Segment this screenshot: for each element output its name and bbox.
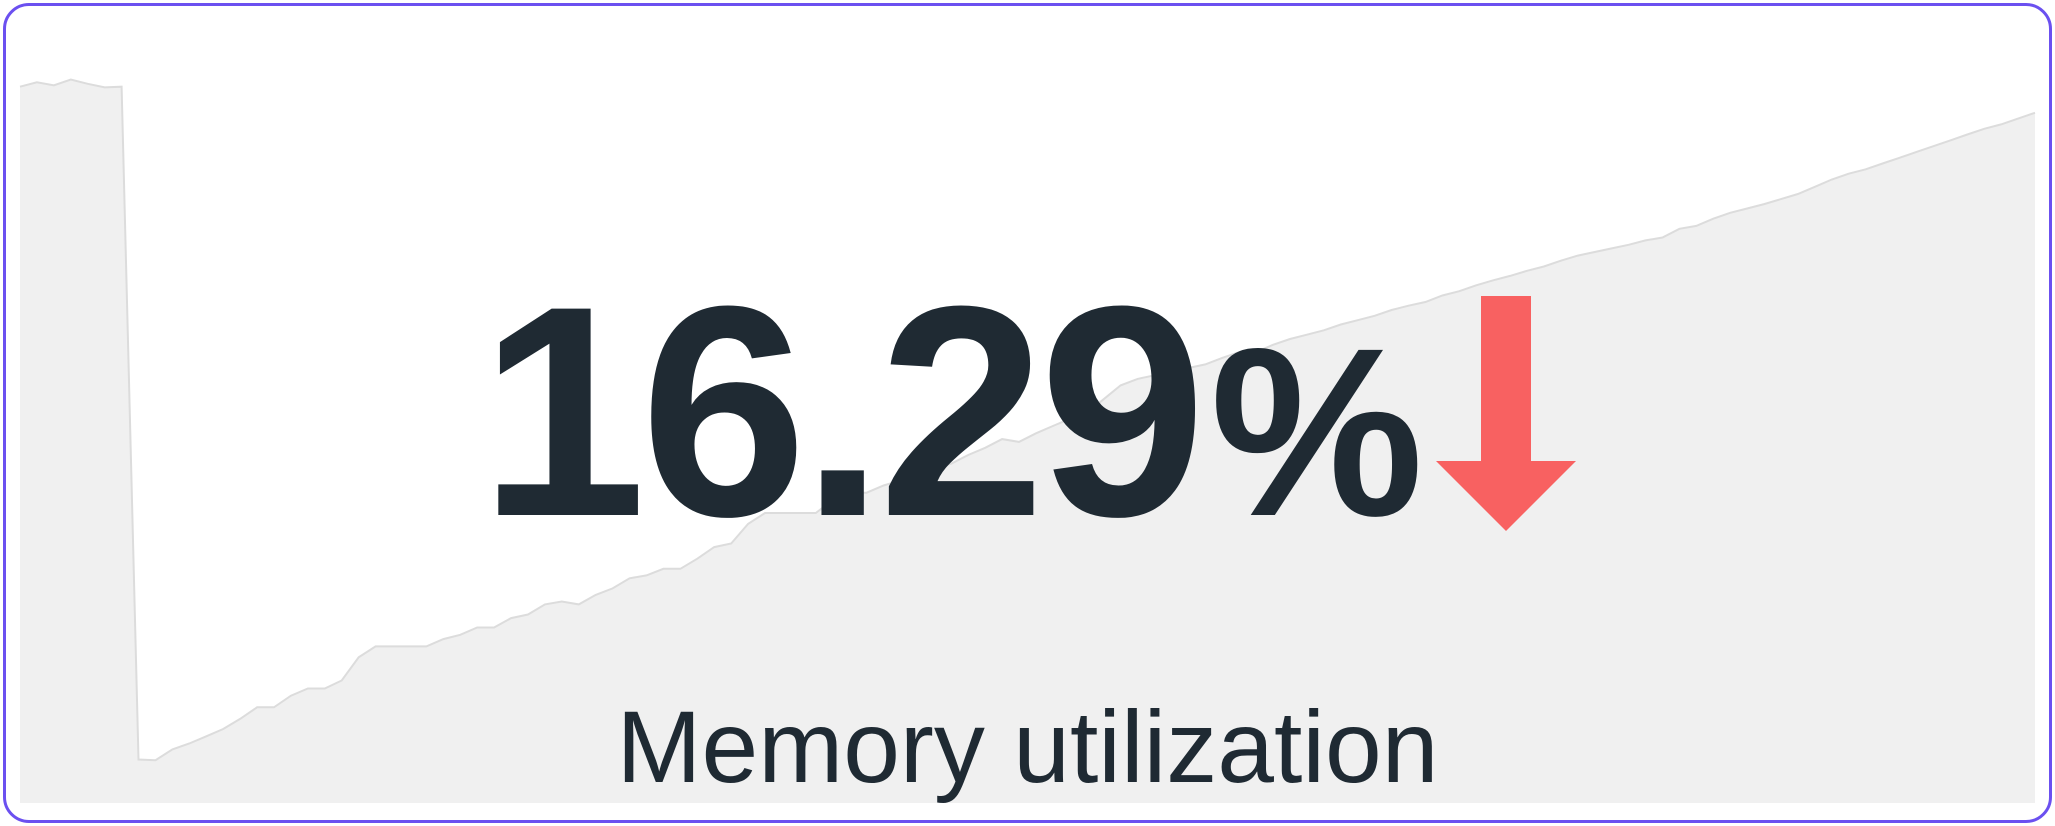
sparkline-area xyxy=(20,79,2035,803)
memory-utilization-panel: 16.29% Memory utilization xyxy=(3,3,2052,823)
panel-label: Memory utilization xyxy=(616,690,1439,804)
memory-sparkline xyxy=(19,78,2036,803)
stat-unit: % xyxy=(1210,298,1423,566)
arrow-down-icon xyxy=(1435,296,1576,531)
sparkline-line xyxy=(19,78,2036,762)
stat-number: 16.29 xyxy=(479,243,1206,579)
trend-arrow-shape xyxy=(1435,296,1576,531)
stat-row: 16.29% xyxy=(6,261,2049,561)
stat-value: 16.29% xyxy=(479,243,1423,579)
